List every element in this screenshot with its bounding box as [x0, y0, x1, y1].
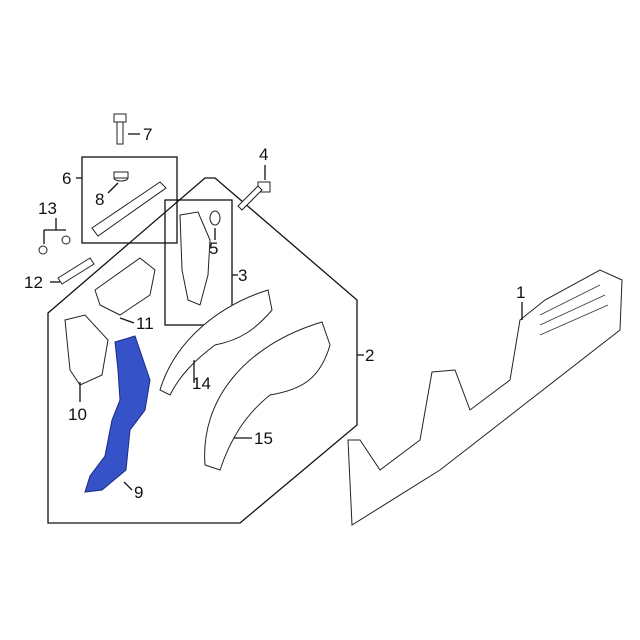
part-10-panel: [64, 314, 109, 386]
callout-4: 4: [259, 145, 268, 164]
callout-10: 10: [68, 405, 87, 424]
callout-5: 5: [209, 239, 218, 258]
callout-12: 12: [24, 273, 43, 292]
part-9-highlighted: [84, 335, 151, 493]
callout-3: 3: [238, 266, 247, 285]
part-3-bracket: [179, 211, 211, 306]
part-7-bolt: [113, 113, 127, 145]
callout-14: 14: [192, 374, 211, 393]
part-15-wheelhouse-outer: [204, 321, 331, 471]
part-11-panel: [94, 257, 156, 316]
callout-11: 11: [136, 314, 154, 333]
part-13-screws: [38, 235, 71, 255]
callout-7: 7: [143, 125, 152, 144]
group-3-box: [164, 199, 233, 326]
part-14-wheelhouse-inner: [159, 289, 273, 396]
callout-15: 15: [254, 429, 273, 448]
part-5-nut: [209, 210, 221, 226]
callout-8: 8: [95, 190, 104, 209]
callout-2: 2: [365, 346, 374, 365]
callout-6: 6: [62, 169, 71, 188]
part-4-bolt: [237, 181, 271, 211]
group-2-outline: [47, 177, 358, 524]
part-6-rail: [91, 181, 167, 237]
part-12-clip: [57, 257, 95, 285]
part-1-body-side: [347, 269, 623, 526]
callout-9: 9: [134, 483, 143, 502]
callout-1: 1: [516, 283, 525, 302]
leader-lines: [43, 133, 523, 491]
part-8-grommet: [113, 171, 129, 182]
callout-13: 13: [38, 199, 57, 218]
